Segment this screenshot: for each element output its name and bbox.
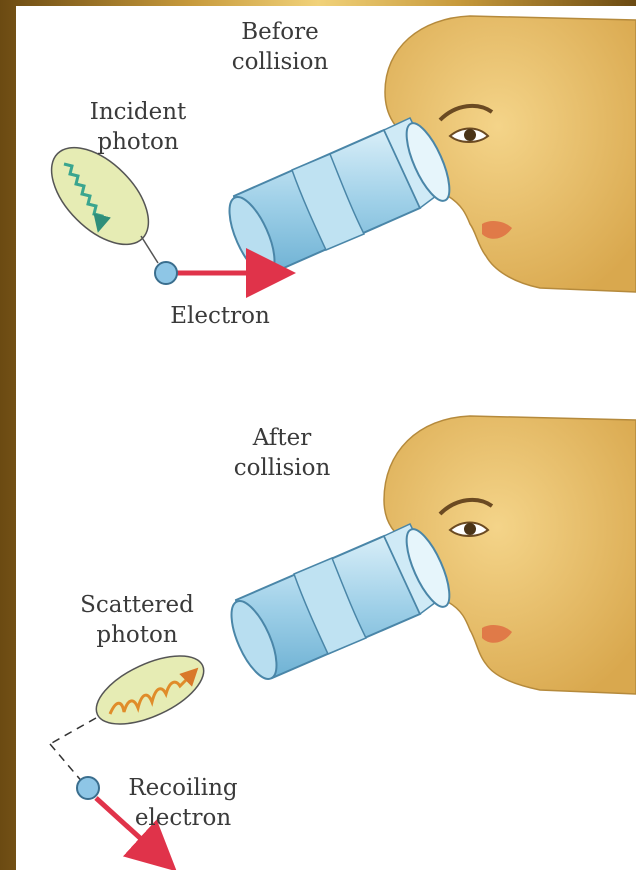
microscope-icon (222, 524, 458, 685)
scattered-photon-label: Scattered photon (52, 590, 222, 650)
photon-wave-icon (50, 642, 214, 784)
electron-label: Electron (150, 301, 290, 331)
after-collision-label: After collision (212, 423, 352, 483)
electron-icon (77, 777, 99, 799)
incident-photon-label: Incident photon (68, 97, 208, 157)
microscope-icon (220, 118, 458, 281)
before-collision-label: Before collision (210, 17, 350, 77)
electron-icon (155, 262, 177, 284)
recoiling-electron-label: Recoiling electron (108, 773, 258, 833)
